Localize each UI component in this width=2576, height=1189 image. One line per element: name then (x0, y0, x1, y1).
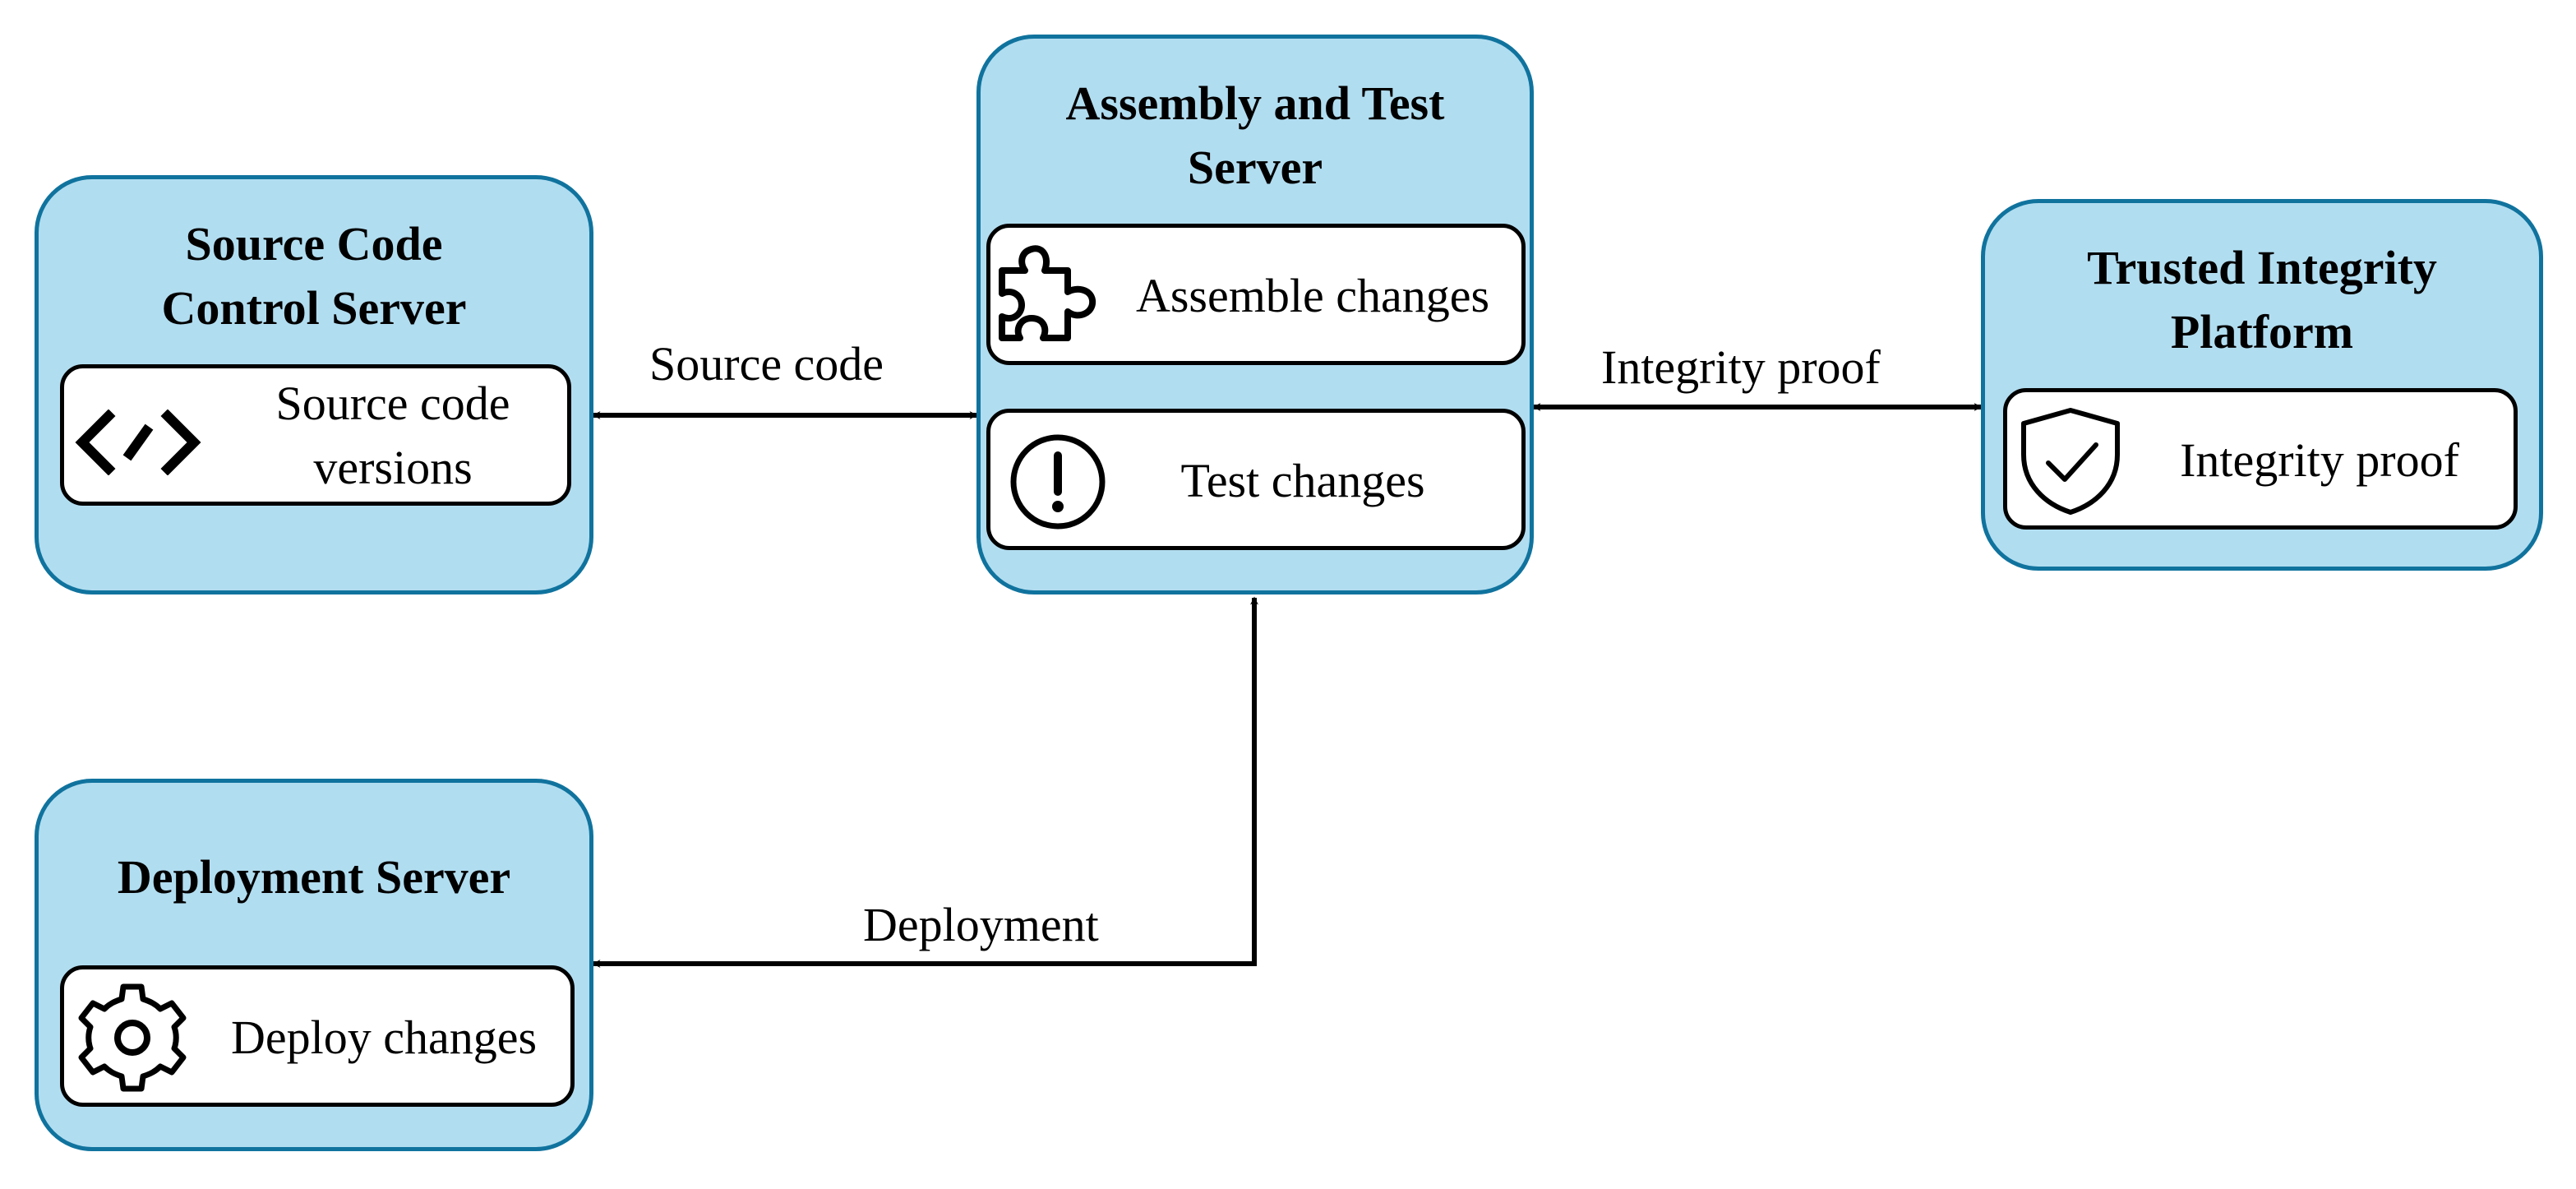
deploy-changes-item: Deploy changes (60, 965, 575, 1107)
trusted-integrity-platform: Trusted Integrity Platform Integrity pro… (1981, 199, 2543, 571)
deploy-changes-label: Deploy changes (230, 1011, 538, 1064)
gear-icon (71, 976, 194, 1099)
assemble-changes-label: Assemble changes (1135, 269, 1490, 322)
trusted-integrity-platform-title: Trusted Integrity Platform (2087, 241, 2437, 359)
assemble-changes-item: Assemble changes (986, 224, 1526, 365)
source-code-control-server-title: Source Code Control Server (161, 217, 467, 335)
shield-check-icon (2017, 405, 2124, 517)
assembly-and-test-server-title: Assembly and Test Server (1065, 76, 1445, 194)
assembly-and-test-server: Assembly and Test Server Assemble change… (976, 35, 1534, 594)
edge-label-integrity-proof: Integrity proof (1601, 339, 1881, 396)
puzzle-icon (995, 241, 1102, 348)
deployment-server-title: Deployment Server (117, 850, 511, 904)
edge-label-deployment: Deployment (863, 896, 1099, 954)
alert-circle-icon (1009, 433, 1107, 531)
source-code-versions-item: Source code versions (60, 364, 571, 506)
edge-label-source-code: Source code (649, 335, 884, 393)
source-code-versions-label: Source code versions (275, 377, 510, 494)
integrity-proof-item: Integrity proof (2003, 388, 2518, 530)
deployment-server: Deployment Server Deploy changes (35, 779, 593, 1151)
source-code-control-server: Source Code Control Server Source code v… (35, 175, 593, 594)
code-icon (72, 409, 204, 475)
test-changes-item: Test changes (986, 409, 1526, 550)
test-changes-label: Test changes (1180, 454, 1425, 507)
edge-assembly-to-deployment (592, 596, 1258, 968)
integrity-proof-label: Integrity proof (2180, 433, 2459, 487)
